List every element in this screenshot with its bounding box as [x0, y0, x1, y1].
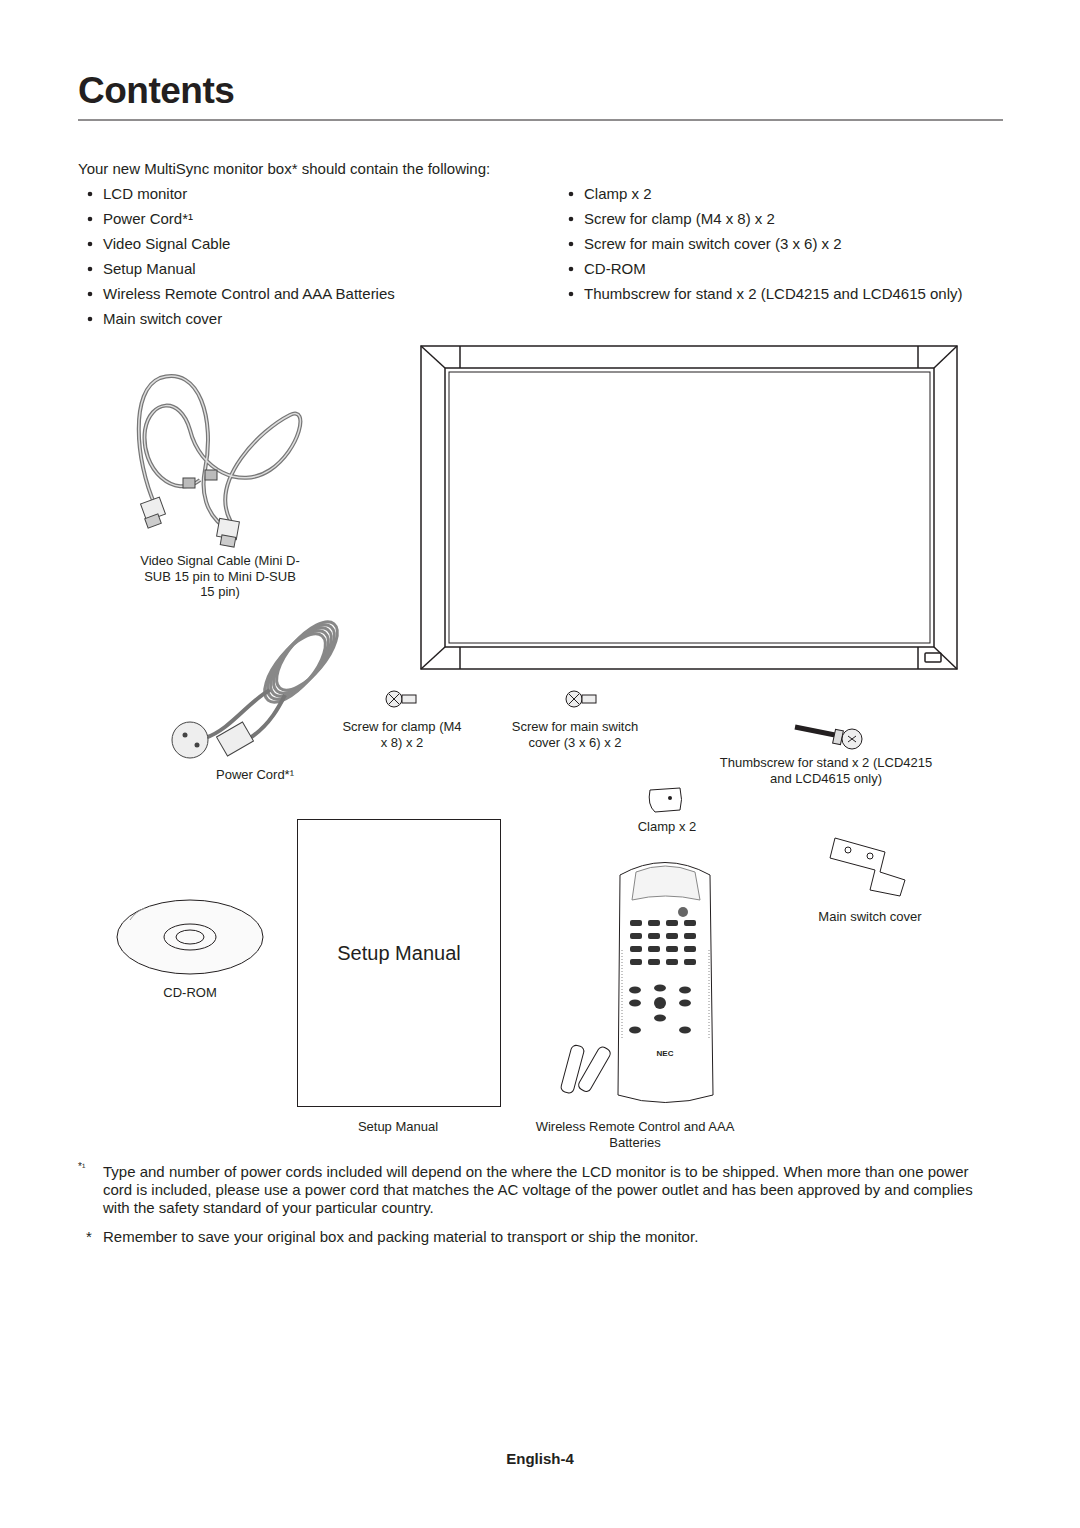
footnote-text: Remember to save your original box and p… [103, 1228, 698, 1246]
list-item: LCD monitor [103, 185, 187, 203]
list-item: Setup Manual [103, 260, 196, 278]
footnote-mark: * [86, 1228, 92, 1246]
list-item: Main switch cover [103, 310, 222, 328]
lcd-monitor [421, 346, 957, 669]
screw [386, 691, 596, 707]
video-signal-cable [139, 376, 301, 547]
part-caption: Main switch cover [795, 909, 945, 925]
bullets [88, 192, 574, 322]
list-item: Power Cord*¹ [103, 210, 193, 228]
list-item: Wireless Remote Control and AAA Batterie… [103, 285, 395, 303]
part-caption: Screw for main switch cover (3 x 6) x 2 [495, 719, 655, 750]
thumbscrew [795, 727, 862, 749]
page-title: Contents [78, 70, 234, 112]
page-number: English-4 [460, 1450, 620, 1468]
brand-logo: NEC [645, 1049, 685, 1059]
part-caption: CD-ROM [130, 985, 250, 1001]
cd-rom [117, 900, 263, 974]
clamp [649, 788, 681, 812]
intro-text: Your new MultiSync monitor box* should c… [78, 160, 490, 178]
footnote-mark: *¹ [78, 1161, 85, 1173]
list-item: Screw for main switch cover (3 x 6) x 2 [584, 235, 842, 253]
setup-manual-booklet: Setup Manual [297, 819, 501, 1107]
part-caption: Power Cord*¹ [195, 767, 315, 783]
part-caption: Video Signal Cable (Mini D-SUB 15 pin to… [140, 553, 300, 600]
part-caption: Thumbscrew for stand x 2 (LCD4215 and LC… [716, 755, 936, 786]
part-caption: Clamp x 2 [607, 819, 727, 835]
list-item: Video Signal Cable [103, 235, 230, 253]
aaa-batteries [560, 1044, 612, 1094]
list-item: CD-ROM [584, 260, 646, 278]
power-cord [172, 612, 348, 758]
title-rule [78, 120, 1003, 121]
list-item: Clamp x 2 [584, 185, 652, 203]
part-caption: Wireless Remote Control and AAA Batterie… [535, 1119, 735, 1150]
booklet-title: Setup Manual [337, 942, 460, 965]
footnote-text: Type and number of power cords included … [103, 1163, 988, 1217]
main-switch-cover [830, 838, 905, 896]
part-caption: Setup Manual [323, 1119, 473, 1135]
part-caption: Screw for clamp (M4 x 8) x 2 [342, 719, 462, 750]
list-item: Thumbscrew for stand x 2 (LCD4215 and LC… [584, 285, 963, 303]
list-item: Screw for clamp (M4 x 8) x 2 [584, 210, 775, 228]
remote-control [618, 863, 713, 1103]
